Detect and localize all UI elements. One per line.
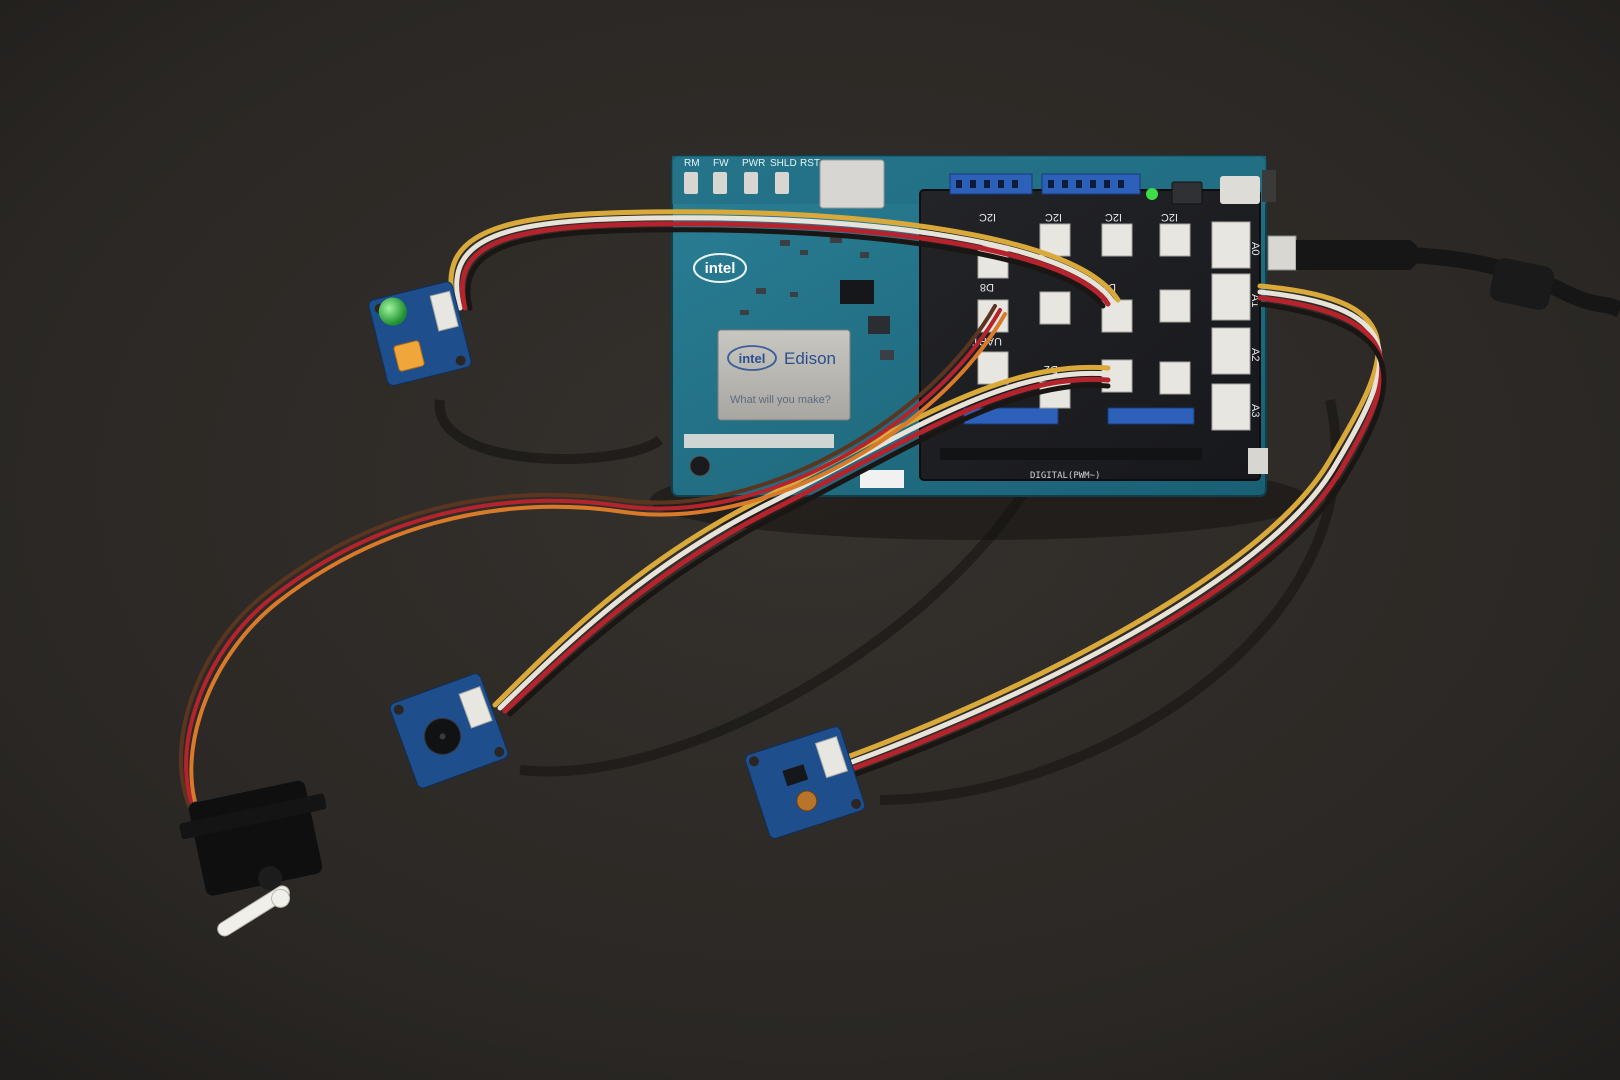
status-led-row: RM FW PWR SHLD RST	[684, 158, 820, 194]
port-label-d8: D8	[980, 281, 994, 293]
cable-shadow	[434, 399, 663, 465]
voltage-switch	[1171, 181, 1203, 205]
buzzer-connector	[458, 685, 493, 729]
port-label-i2c-3: I2C	[1105, 211, 1122, 223]
edison-module: intel Edison What will you make?	[717, 329, 851, 421]
module-tagline: What will you make?	[730, 394, 831, 406]
photoresistor	[796, 790, 818, 812]
light-sensor-connector	[814, 736, 849, 779]
green-led	[378, 297, 407, 326]
led-label-fw: FW	[713, 158, 729, 169]
port-label-a3: A3	[1249, 404, 1261, 417]
module-name: Edison	[784, 349, 836, 368]
header-top-left	[949, 173, 1033, 195]
led-module-connector	[429, 290, 459, 332]
port-label-a0: A0	[1249, 242, 1261, 255]
cable-led-module	[448, 209, 1121, 311]
servo-motor	[179, 779, 327, 937]
sd-card-slot	[819, 159, 885, 209]
cable-light-sensor	[847, 283, 1387, 777]
grove-light-sensor-module	[744, 726, 866, 839]
led-label-pwr: PWR	[742, 158, 765, 169]
header-bottom-left	[963, 407, 1059, 425]
port-label-i2c-2: I2C	[1045, 211, 1062, 223]
cable-shadow	[879, 398, 1341, 805]
smd-components	[740, 236, 894, 360]
intel-logo: intel	[693, 253, 747, 283]
cable-servo	[178, 304, 1007, 826]
grove-base-shield: DIGITAL(PWM~) I2C I2C I2C I2C D8 D7 UART…	[919, 170, 1276, 481]
potentiometer	[393, 340, 425, 372]
port-label-a2: A2	[1249, 348, 1261, 361]
grove-led-module	[368, 281, 472, 386]
port-label-i2c-1: I2C	[979, 211, 996, 223]
led-label-rst: RST	[800, 158, 820, 169]
led-label-shld: SHLD	[770, 158, 797, 169]
grove-connectors	[977, 221, 1251, 431]
svg-text:intel: intel	[705, 260, 736, 277]
svg-text:intel: intel	[739, 351, 766, 366]
header-bottom-right	[1107, 407, 1195, 425]
sensor-chip	[782, 764, 809, 787]
shield-power-led	[1146, 188, 1158, 200]
reset-button	[689, 455, 711, 477]
grove-buzzer-module	[389, 673, 509, 789]
ferrite-bead	[1489, 258, 1555, 310]
led-label-rm: RM	[684, 158, 700, 169]
port-label-i2c-4: I2C	[1161, 211, 1178, 223]
digital-header-label: DIGITAL(PWM~)	[1030, 471, 1100, 481]
usb-cable	[1267, 235, 1620, 318]
